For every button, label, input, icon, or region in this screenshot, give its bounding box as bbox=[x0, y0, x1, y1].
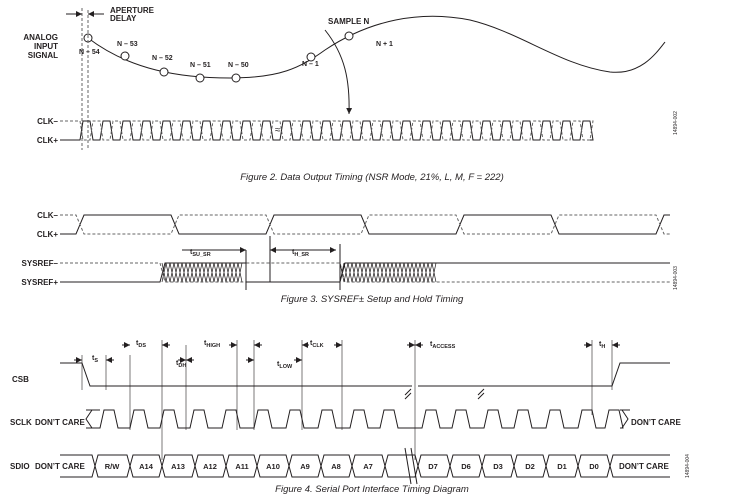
spi-timing-labels: tS tDS tDH tHIGH tLOW tCLK tACCESS tH bbox=[92, 340, 605, 370]
dont-care-label: DON’T CARE bbox=[35, 418, 85, 427]
hold-hatch bbox=[339, 262, 437, 283]
sclk-wave bbox=[86, 409, 624, 429]
sclk-label: SCLK bbox=[10, 418, 32, 427]
sysref-plus-label: SYSREF+ bbox=[21, 278, 58, 287]
sample-point bbox=[195, 73, 205, 83]
timing-label-s: tS bbox=[92, 355, 98, 364]
sample-label: N + 1 bbox=[376, 41, 393, 48]
clk-minus-label: CLK– bbox=[37, 117, 58, 126]
sample-point bbox=[344, 31, 354, 41]
dont-care-label: DON’T CARE bbox=[35, 462, 85, 471]
sample-label: N – 54 bbox=[79, 49, 100, 56]
sysref-minus-wave bbox=[60, 262, 670, 283]
csb-wave bbox=[60, 362, 670, 387]
sample-label: N – 52 bbox=[152, 55, 173, 62]
clk-plus-label: CLK+ bbox=[37, 136, 58, 145]
sdio-bit-labels: R/W A14 A13 A12 A11 A10 A9 A8 A7 D7 D6 D3 D2 D1 D0 bbox=[105, 462, 599, 471]
sysref-plus-wave bbox=[60, 262, 670, 283]
tsu-label: tSU_SR bbox=[190, 249, 211, 258]
sdio-bit-d3: D3 bbox=[493, 462, 503, 471]
dont-care-chevron bbox=[85, 409, 93, 429]
sample-arrow bbox=[324, 29, 353, 115]
sdio-bit-d6: D6 bbox=[461, 462, 471, 471]
bus-break-mark bbox=[404, 447, 418, 485]
sdio-bit-rw: R/W bbox=[105, 462, 121, 471]
timing-label-clk: tCLK bbox=[310, 340, 324, 349]
clk-minus-label: CLK– bbox=[37, 211, 58, 220]
sample-label: N – 51 bbox=[190, 62, 211, 69]
break-mark bbox=[477, 388, 485, 400]
clk-plus-label: CLK+ bbox=[37, 230, 58, 239]
figure3-id: 14894-003 bbox=[673, 266, 679, 290]
setup-hatch bbox=[161, 262, 243, 283]
sdio-bus-bottom bbox=[60, 464, 670, 478]
aperture-label-2: DELAY bbox=[110, 14, 137, 23]
sample-n-label: SAMPLE N bbox=[328, 17, 370, 26]
figure2: ANALOG INPUT SIGNAL APERTURE DELAY SAMPL… bbox=[23, 6, 679, 183]
analog-label-1: ANALOG bbox=[23, 33, 58, 42]
analog-label-2: INPUT bbox=[34, 42, 58, 51]
sdio-label: SDIO bbox=[10, 462, 30, 471]
clk3-plus-wave bbox=[60, 214, 670, 235]
th-label: tH_SR bbox=[292, 249, 309, 258]
sdio-bit-d0: D0 bbox=[589, 462, 599, 471]
figure2-id: 14894-002 bbox=[673, 111, 679, 135]
sdio-bit-d7: D7 bbox=[428, 462, 438, 471]
figure4: CSB SCLK DON’T CARE DON’T CARE SDIO DON’… bbox=[10, 340, 691, 495]
dont-care-label: DON’T CARE bbox=[631, 418, 681, 427]
sdio-bit-d1: D1 bbox=[557, 462, 567, 471]
dont-care-chevron bbox=[621, 409, 629, 429]
sample-point bbox=[231, 73, 241, 83]
break-mark: ≈ bbox=[275, 125, 281, 136]
sdio-bit-a8: A8 bbox=[331, 462, 341, 471]
sdio-bit-a11: A11 bbox=[235, 462, 248, 471]
sample-label: N – 50 bbox=[228, 62, 249, 69]
clk-minus-wave bbox=[60, 120, 594, 141]
sample-label: N – 53 bbox=[117, 41, 138, 48]
timing-label-high: tHIGH bbox=[204, 340, 220, 349]
sdio-bit-a9: A9 bbox=[300, 462, 310, 471]
sdio-bit-a14: A14 bbox=[139, 462, 154, 471]
sample-point bbox=[306, 52, 316, 62]
sysref-minus-label: SYSREF– bbox=[22, 259, 59, 268]
sample-point bbox=[159, 67, 169, 77]
clk3-minus-wave bbox=[60, 214, 670, 235]
timing-label-h: tH bbox=[599, 341, 605, 350]
timing-label-access: tACCESS bbox=[430, 341, 456, 350]
sdio-bit-a7: A7 bbox=[363, 462, 373, 471]
analog-label-3: SIGNAL bbox=[28, 51, 58, 60]
timing-label-ds: tDS bbox=[136, 340, 146, 349]
figure4-id: 14894-004 bbox=[685, 454, 691, 478]
dont-care-label: DON’T CARE bbox=[619, 462, 669, 471]
sdio-bit-d2: D2 bbox=[525, 462, 535, 471]
waveform-shapes: ≈ bbox=[60, 8, 670, 485]
sdio-bit-a10: A10 bbox=[266, 462, 280, 471]
figure3: CLK– CLK+ SYSREF– SYSREF+ tSU_SR tH_SR F… bbox=[21, 211, 679, 305]
figure2-caption: Figure 2. Data Output Timing (NSR Mode, … bbox=[240, 172, 503, 183]
timing-label-dh: tDH bbox=[176, 360, 186, 369]
break-mark bbox=[404, 388, 412, 400]
sample-label: N – 1 bbox=[302, 61, 319, 68]
sdio-bit-a13: A13 bbox=[171, 462, 185, 471]
figure3-caption: Figure 3. SYSREF± Setup and Hold Timing bbox=[281, 294, 464, 305]
timing-label-low: tLOW bbox=[277, 361, 293, 370]
sample-point bbox=[120, 51, 130, 61]
sdio-bit-a12: A12 bbox=[203, 462, 217, 471]
csb-label: CSB bbox=[12, 375, 29, 384]
figure4-caption: Figure 4. Serial Port Interface Timing D… bbox=[275, 484, 469, 495]
aperture-label-1: APERTURE bbox=[110, 6, 155, 15]
